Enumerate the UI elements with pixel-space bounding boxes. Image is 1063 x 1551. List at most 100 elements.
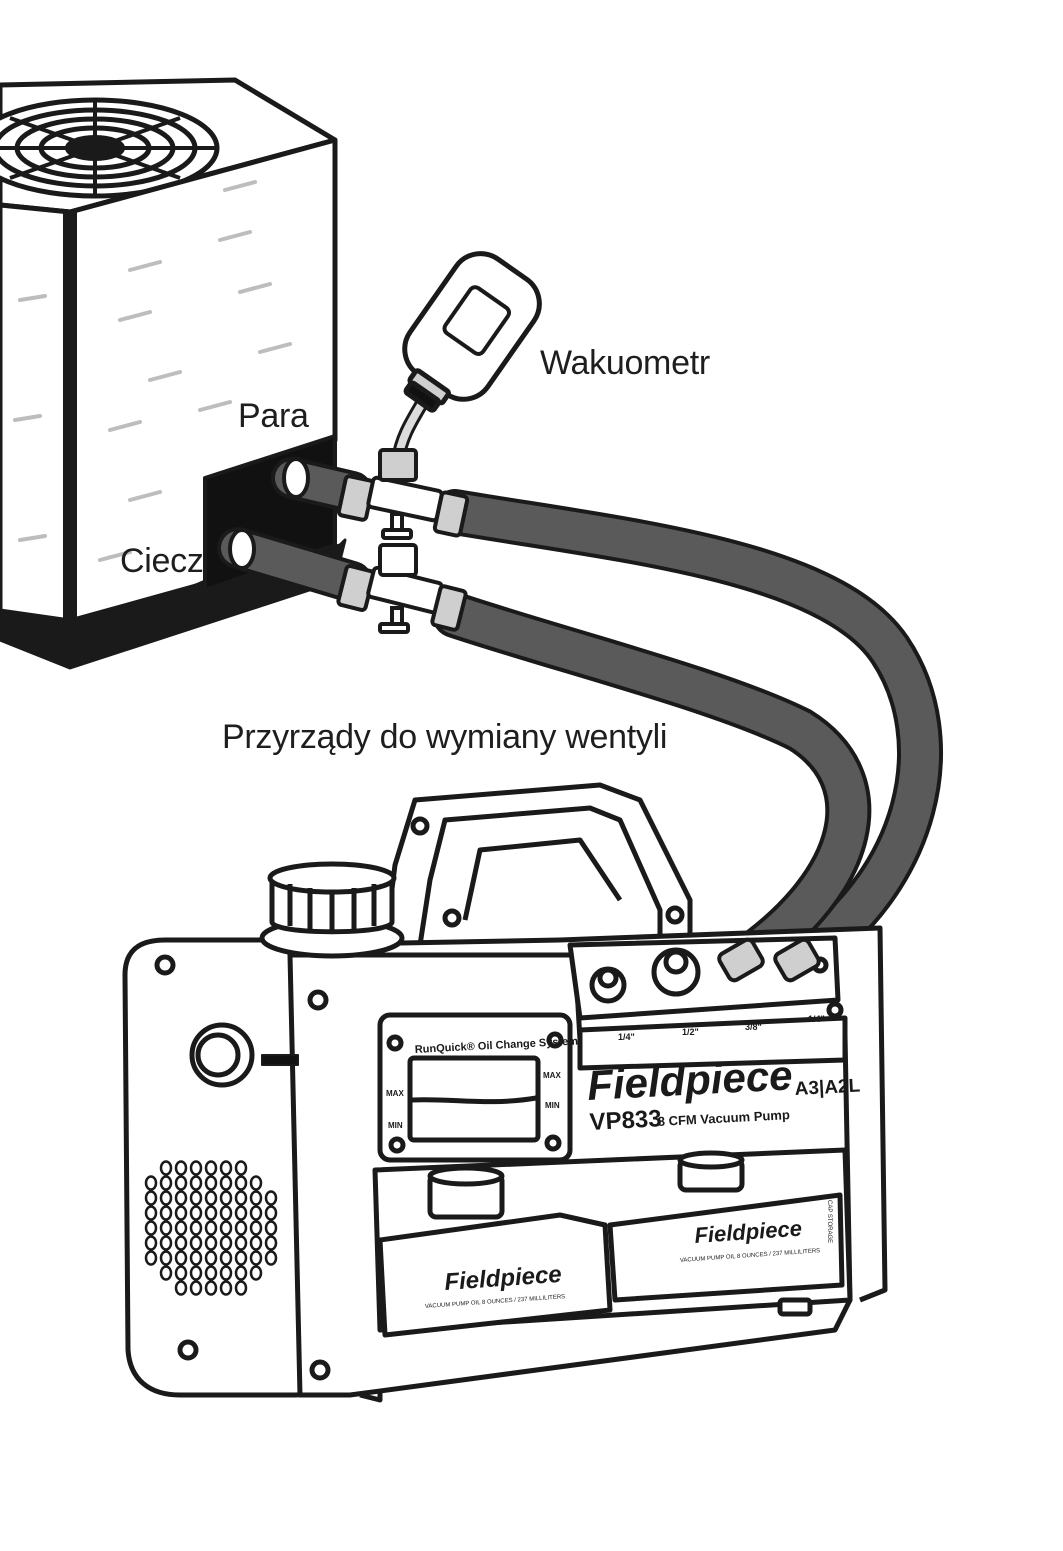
- vent-hole: [144, 1250, 158, 1266]
- vent-hole: [189, 1280, 203, 1296]
- level-min-right: MIN: [545, 1101, 560, 1110]
- vent-hole: [249, 1220, 263, 1236]
- vent-hole: [204, 1175, 218, 1191]
- fan-grille-icon: [0, 97, 220, 199]
- vent-hole: [234, 1160, 248, 1176]
- vent-hole: [174, 1175, 188, 1191]
- vent-hole: [219, 1160, 233, 1176]
- vent-hole: [204, 1265, 218, 1281]
- oil-bottle-right: [607, 1192, 845, 1303]
- vent-grille: [144, 1160, 278, 1296]
- vacuum-pump: [122, 782, 888, 1403]
- vent-hole: [234, 1280, 248, 1296]
- cap-storage-label: CAP STORAGE: [826, 1200, 832, 1243]
- vent-hole: [144, 1220, 158, 1236]
- vent-hole: [219, 1190, 233, 1206]
- model-description: 8 CFM Vacuum Pump: [657, 1107, 790, 1129]
- vent-hole: [234, 1220, 248, 1236]
- refrigerant-rating: A3|A2L: [794, 1076, 861, 1100]
- vent-hole: [174, 1220, 188, 1236]
- model-number: VP833: [589, 1105, 662, 1136]
- vent-hole: [204, 1235, 218, 1251]
- vent-hole: [189, 1250, 203, 1266]
- vent-hole: [189, 1190, 203, 1206]
- port-label-1: 1/4": [618, 1032, 635, 1042]
- oil-bottle-left: [377, 1212, 613, 1338]
- oil-fill-cap-icon: [259, 861, 405, 959]
- vent-hole: [204, 1205, 218, 1221]
- vent-hole: [174, 1250, 188, 1266]
- vent-hole: [219, 1250, 233, 1266]
- vent-hole: [159, 1160, 173, 1176]
- vent-hole: [189, 1220, 203, 1236]
- vent-hole: [159, 1265, 173, 1281]
- vent-hole: [159, 1250, 173, 1266]
- vent-hole: [264, 1205, 278, 1221]
- vent-hole: [219, 1220, 233, 1236]
- vent-hole: [204, 1190, 218, 1206]
- vent-hole: [264, 1190, 278, 1206]
- port-label-4: 1/4": [808, 1014, 825, 1024]
- port-label-3: 3/8": [745, 1022, 762, 1032]
- vent-hole: [159, 1175, 173, 1191]
- vent-hole: [189, 1265, 203, 1281]
- vapor-label: Para: [238, 397, 309, 435]
- vent-hole: [189, 1175, 203, 1191]
- level-max-left: MAX: [386, 1089, 404, 1098]
- vent-hole: [219, 1175, 233, 1191]
- vent-hole: [174, 1265, 188, 1281]
- vent-hole: [219, 1265, 233, 1281]
- vent-hole: [204, 1250, 218, 1266]
- level-max-right: MAX: [543, 1071, 561, 1080]
- vent-hole: [264, 1250, 278, 1266]
- vent-hole: [144, 1175, 158, 1191]
- vent-hole: [174, 1235, 188, 1251]
- vent-hole: [174, 1205, 188, 1221]
- vent-hole: [219, 1235, 233, 1251]
- vent-hole: [234, 1205, 248, 1221]
- vent-hole: [219, 1205, 233, 1221]
- vent-hole: [144, 1205, 158, 1221]
- vent-hole: [249, 1250, 263, 1266]
- brand-logo: Fieldpiece: [586, 1051, 794, 1109]
- vent-hole: [189, 1160, 203, 1176]
- vent-hole: [219, 1280, 233, 1296]
- vent-hole: [159, 1220, 173, 1236]
- vacuum-gauge-label: Wakuometr: [540, 344, 710, 382]
- vent-hole: [174, 1280, 188, 1296]
- ac-condenser-unit: [0, 77, 347, 670]
- port-label-2: 1/2": [682, 1027, 699, 1037]
- vent-hole: [159, 1235, 173, 1251]
- vent-hole: [234, 1265, 248, 1281]
- vent-hole: [234, 1175, 248, 1191]
- vent-hole: [234, 1190, 248, 1206]
- vent-hole: [174, 1160, 188, 1176]
- vent-hole: [264, 1235, 278, 1251]
- vent-hole: [234, 1250, 248, 1266]
- vent-hole: [159, 1190, 173, 1206]
- valve-core-tool-liquid: [336, 543, 468, 634]
- vent-hole: [264, 1220, 278, 1236]
- vacuum-gauge-icon: [402, 251, 542, 413]
- level-min-left: MIN: [388, 1121, 403, 1130]
- vent-hole: [189, 1205, 203, 1221]
- vent-hole: [249, 1175, 263, 1191]
- vent-hole: [249, 1190, 263, 1206]
- vent-hole: [249, 1265, 263, 1281]
- vent-hole: [204, 1160, 218, 1176]
- vent-hole: [249, 1205, 263, 1221]
- vent-hole: [204, 1220, 218, 1236]
- vent-hole: [144, 1235, 158, 1251]
- vent-hole: [234, 1235, 248, 1251]
- vent-hole: [189, 1235, 203, 1251]
- valve-tools-label: Przyrządy do wymiany wentyli: [222, 718, 668, 756]
- vent-hole: [159, 1205, 173, 1221]
- vapor-pipe-end: [282, 457, 310, 499]
- valve-core-tool-vapor: [336, 448, 470, 540]
- liquid-pipe-end: [228, 528, 256, 570]
- vent-hole: [249, 1235, 263, 1251]
- vent-hole: [204, 1280, 218, 1296]
- vent-hole: [144, 1190, 158, 1206]
- vent-hole: [174, 1190, 188, 1206]
